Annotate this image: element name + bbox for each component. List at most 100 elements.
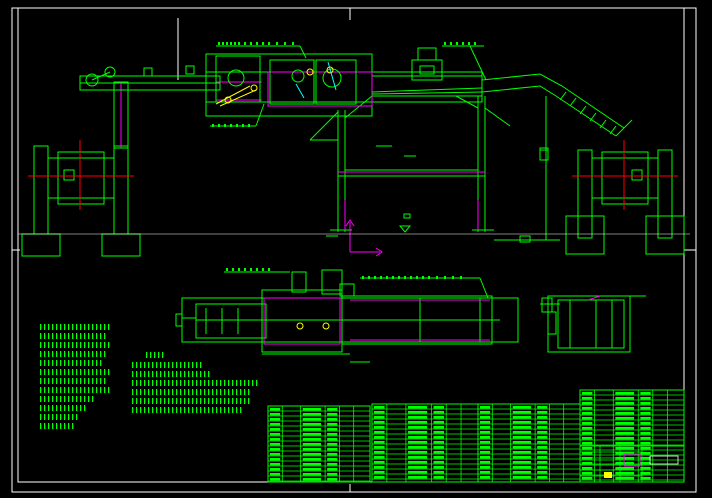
- note-glyph: [212, 398, 214, 404]
- parts-cell: [433, 476, 445, 479]
- note-glyph: [236, 407, 238, 413]
- note-glyph: [148, 389, 150, 395]
- parts-cell: [270, 438, 281, 441]
- side-view: [540, 295, 646, 353]
- note-glyph: [100, 360, 102, 366]
- note-glyph: [208, 407, 210, 413]
- parts-cell: [302, 423, 322, 426]
- note-glyph: [40, 414, 42, 420]
- note-glyph: [232, 407, 234, 413]
- note-glyph: [184, 371, 186, 377]
- note-glyph: [76, 378, 78, 384]
- parts-cell: [408, 451, 428, 454]
- note-glyph: [188, 407, 190, 413]
- parts-cell: [582, 427, 593, 430]
- parts-cell: [374, 421, 385, 424]
- note-glyph: [176, 398, 178, 404]
- parts-cell: [302, 478, 322, 481]
- note-glyph: [60, 333, 62, 339]
- note-glyph: [80, 333, 82, 339]
- parts-cell: [537, 406, 548, 409]
- parts-cell: [582, 417, 593, 420]
- note-glyph: [132, 380, 134, 386]
- note-glyph: [136, 389, 138, 395]
- note-glyph: [92, 351, 94, 357]
- note-glyph: [204, 389, 206, 395]
- note-glyph: [44, 342, 46, 348]
- note-glyph: [184, 380, 186, 386]
- parts-cell: [302, 438, 322, 441]
- parts-cell: [433, 461, 445, 464]
- note-glyph: [216, 380, 218, 386]
- note-glyph: [68, 369, 70, 375]
- parts-cell: [374, 461, 385, 464]
- note-glyph: [192, 362, 194, 368]
- note-glyph: [92, 378, 94, 384]
- parts-cell: [640, 452, 651, 455]
- note-glyph: [84, 396, 86, 402]
- note-glyph: [56, 369, 58, 375]
- note-glyph: [160, 371, 162, 377]
- note-glyph: [152, 407, 154, 413]
- note-glyph: [48, 414, 50, 420]
- note-glyph: [92, 369, 94, 375]
- parts-cell: [480, 421, 491, 424]
- note-glyph: [88, 378, 90, 384]
- note-glyph: [104, 342, 106, 348]
- parts-cell: [615, 422, 635, 425]
- note-glyph: [84, 369, 86, 375]
- note-glyph: [64, 360, 66, 366]
- plan-view: [175, 268, 519, 363]
- note-glyph: [220, 380, 222, 386]
- parts-cell: [374, 456, 385, 459]
- note-glyph: [204, 380, 206, 386]
- note-glyph: [144, 380, 146, 386]
- parts-cell: [640, 432, 651, 435]
- parts-cell: [433, 421, 445, 424]
- title-logo-mark: [623, 453, 641, 467]
- note-glyph: [248, 398, 250, 404]
- inclined-conveyor: [481, 73, 633, 137]
- parts-cell: [408, 471, 428, 474]
- parts-cell: [480, 416, 491, 419]
- note-glyph: [192, 371, 194, 377]
- note-glyph: [136, 362, 138, 368]
- note-glyph: [88, 369, 90, 375]
- parts-cell: [302, 463, 322, 466]
- parts-cell: [512, 466, 532, 469]
- note-glyph: [68, 324, 70, 330]
- note-glyph: [224, 407, 226, 413]
- note-glyph: [96, 333, 98, 339]
- note-glyph: [192, 398, 194, 404]
- parts-cell: [615, 417, 635, 420]
- note-glyph: [232, 380, 234, 386]
- parts-cell: [327, 473, 338, 476]
- note-glyph: [152, 398, 154, 404]
- note-glyph: [236, 380, 238, 386]
- mechanism-yellow-parts: [215, 66, 334, 107]
- note-glyph: [72, 351, 74, 357]
- note-glyph: [96, 387, 98, 393]
- parts-cell: [512, 446, 532, 449]
- note-glyph: [148, 398, 150, 404]
- note-glyph: [200, 380, 202, 386]
- note-glyph: [108, 387, 110, 393]
- parts-cell: [327, 413, 338, 416]
- note-glyph: [88, 333, 90, 339]
- parts-cell: [327, 478, 338, 481]
- note-glyph: [152, 371, 154, 377]
- note-glyph: [64, 423, 66, 429]
- note-glyph: [40, 324, 42, 330]
- parts-cell: [480, 426, 491, 429]
- note-glyph: [48, 369, 50, 375]
- front-elevation-view: [18, 42, 690, 257]
- note-glyph: [156, 380, 158, 386]
- note-glyph: [48, 360, 50, 366]
- note-glyph: [68, 405, 70, 411]
- note-glyph: [68, 351, 70, 357]
- parts-cell: [327, 463, 338, 466]
- note-glyph: [104, 387, 106, 393]
- note-glyph: [160, 398, 162, 404]
- parts-cell: [327, 453, 338, 456]
- note-glyph: [64, 387, 66, 393]
